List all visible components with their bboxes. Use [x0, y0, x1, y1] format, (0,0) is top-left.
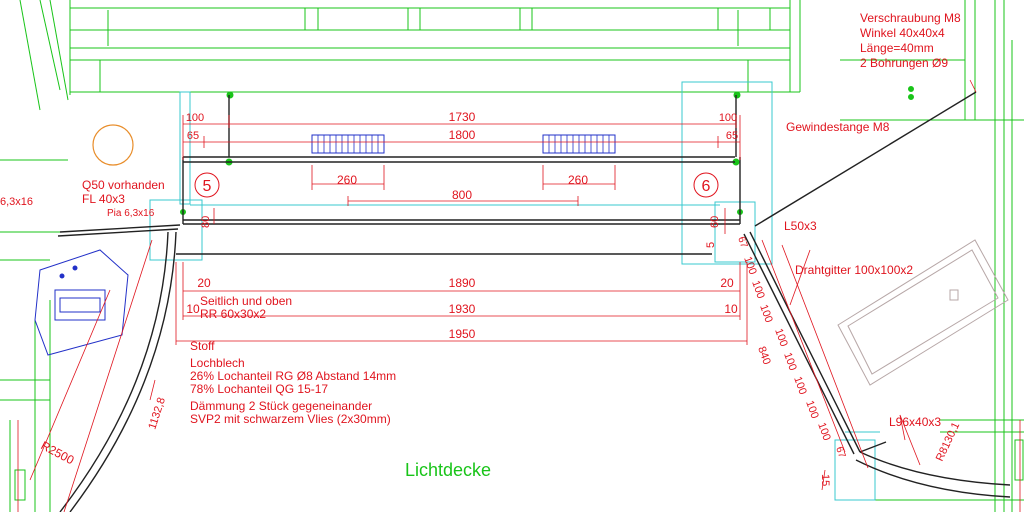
dim-1800: 1800: [449, 128, 476, 142]
note-left-63: 6,3x16: [0, 196, 33, 208]
note-seitlich-2: RR 60x30x2: [200, 307, 266, 321]
note-drahtgitter: Drahtgitter 100x100x2: [795, 263, 913, 277]
note-lochblech-1: Lochblech: [190, 356, 245, 370]
dim-100-seg-3: 100: [757, 303, 775, 324]
marker-5: 5: [203, 178, 212, 195]
dim-67-top: 67: [735, 235, 749, 250]
dim-100-seg-8: 100: [815, 421, 833, 442]
dim-10-right: 10: [724, 302, 738, 316]
dim-100-right: 100: [719, 112, 737, 124]
note-q50-1: Q50 vorhanden: [82, 178, 165, 192]
marker-6: 6: [702, 178, 711, 195]
dim-260-left: 260: [337, 173, 357, 187]
dim-1930: 1930: [449, 302, 476, 316]
section-markers: 5 6: [194, 172, 719, 198]
insulation-blocks: [34, 134, 616, 356]
grey-object: [837, 239, 1009, 386]
note-pia: Pia 6,3x16: [107, 208, 155, 219]
dim-20-left: 20: [197, 276, 211, 290]
note-verschraubung-2: Winkel 40x40x4: [860, 26, 945, 40]
auxiliary-boxes: [149, 81, 880, 501]
dim-800: 800: [452, 188, 472, 202]
dim-60: 60: [709, 216, 721, 228]
dim-1890: 1890: [449, 276, 476, 290]
dim-100-seg-6: 100: [791, 375, 809, 396]
dim-100-left: 100: [186, 112, 204, 124]
annotation-texts: Verschraubung M8 Winkel 40x40x4 Länge=40…: [0, 11, 961, 480]
marker-6-circle: [693, 172, 719, 198]
note-daemmung-2: SVP2 mit schwarzem Vlies (2x30mm): [190, 412, 391, 426]
note-verschraubung-1: Verschraubung M8: [860, 11, 961, 25]
note-lochblech-2: 26% Lochanteil RG Ø8 Abstand 14mm: [190, 369, 396, 383]
dim-20-right: 20: [720, 276, 734, 290]
dim-840: 840: [755, 345, 773, 366]
note-daemmung-1: Dämmung 2 Stück gegeneinander: [190, 399, 372, 413]
note-q50-2: FL 40x3: [82, 192, 125, 206]
dim-100-seg-7: 100: [803, 399, 821, 420]
note-gewindestange: Gewindestange M8: [786, 120, 890, 134]
dim-15: 15: [819, 474, 831, 486]
dim-67-bottom: 67: [833, 445, 847, 460]
dim-80: 80: [200, 216, 212, 228]
dim-65-left: 65: [187, 130, 199, 142]
dim-10-left: 10: [186, 302, 200, 316]
dimension-lines: [17, 79, 1021, 512]
dim-65-right: 65: [726, 130, 738, 142]
dim-100-seg-2: 100: [749, 279, 767, 300]
label-lichtdecke: Lichtdecke: [405, 460, 491, 480]
dim-100-seg-1: 100: [741, 255, 759, 276]
dim-100-seg-5: 100: [781, 351, 799, 372]
structure-outline: [57, 91, 1011, 512]
note-seitlich-1: Seitlich und oben: [200, 294, 292, 308]
note-verschraubung-3: Länge=40mm: [860, 41, 934, 55]
note-lochblech-3: 78% Lochanteil QG 15-17: [190, 382, 328, 396]
dim-5: 5: [705, 242, 717, 248]
dim-260-right: 260: [568, 173, 588, 187]
note-verschraubung-4: 2 Bohrungen Ø9: [860, 56, 948, 70]
orange-circle-symbol: [92, 124, 134, 166]
marker-5-circle: [194, 172, 220, 198]
note-l50: L50x3: [784, 219, 817, 233]
dim-100-seg-4: 100: [772, 327, 790, 348]
note-stoff: Stoff: [190, 339, 215, 353]
note-l96: L96x40x3: [889, 415, 941, 429]
dim-1730: 1730: [449, 110, 476, 124]
dim-1950: 1950: [449, 327, 476, 341]
